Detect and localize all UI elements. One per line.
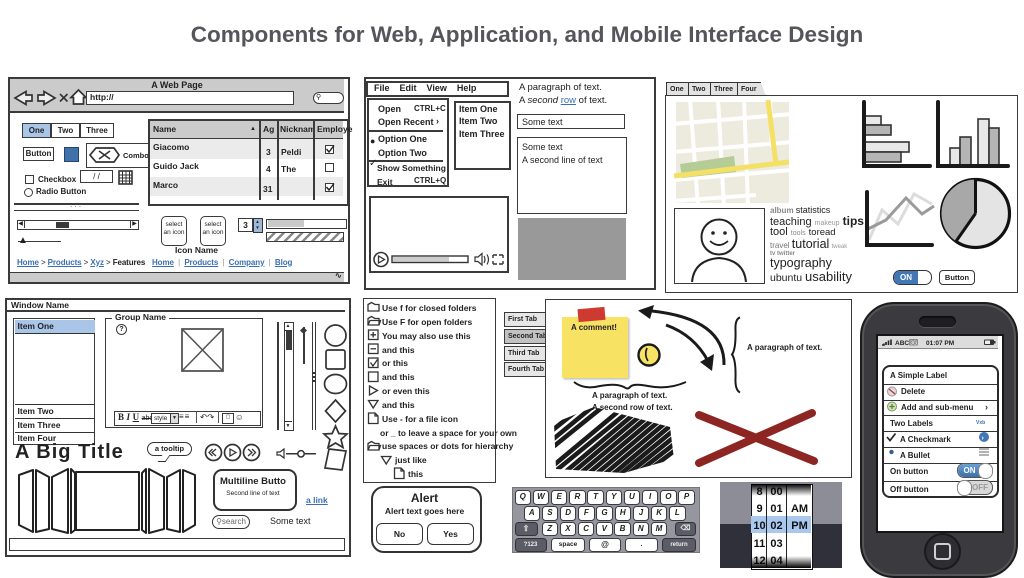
svg-text:3G: 3G xyxy=(910,341,917,347)
svg-text:Vxb: Vxb xyxy=(976,420,985,426)
svg-text:›: › xyxy=(982,435,985,442)
svg-text:ABC: ABC xyxy=(895,340,909,347)
svg-text:›: › xyxy=(985,402,988,412)
svg-text:01:07 PM: 01:07 PM xyxy=(926,340,954,347)
